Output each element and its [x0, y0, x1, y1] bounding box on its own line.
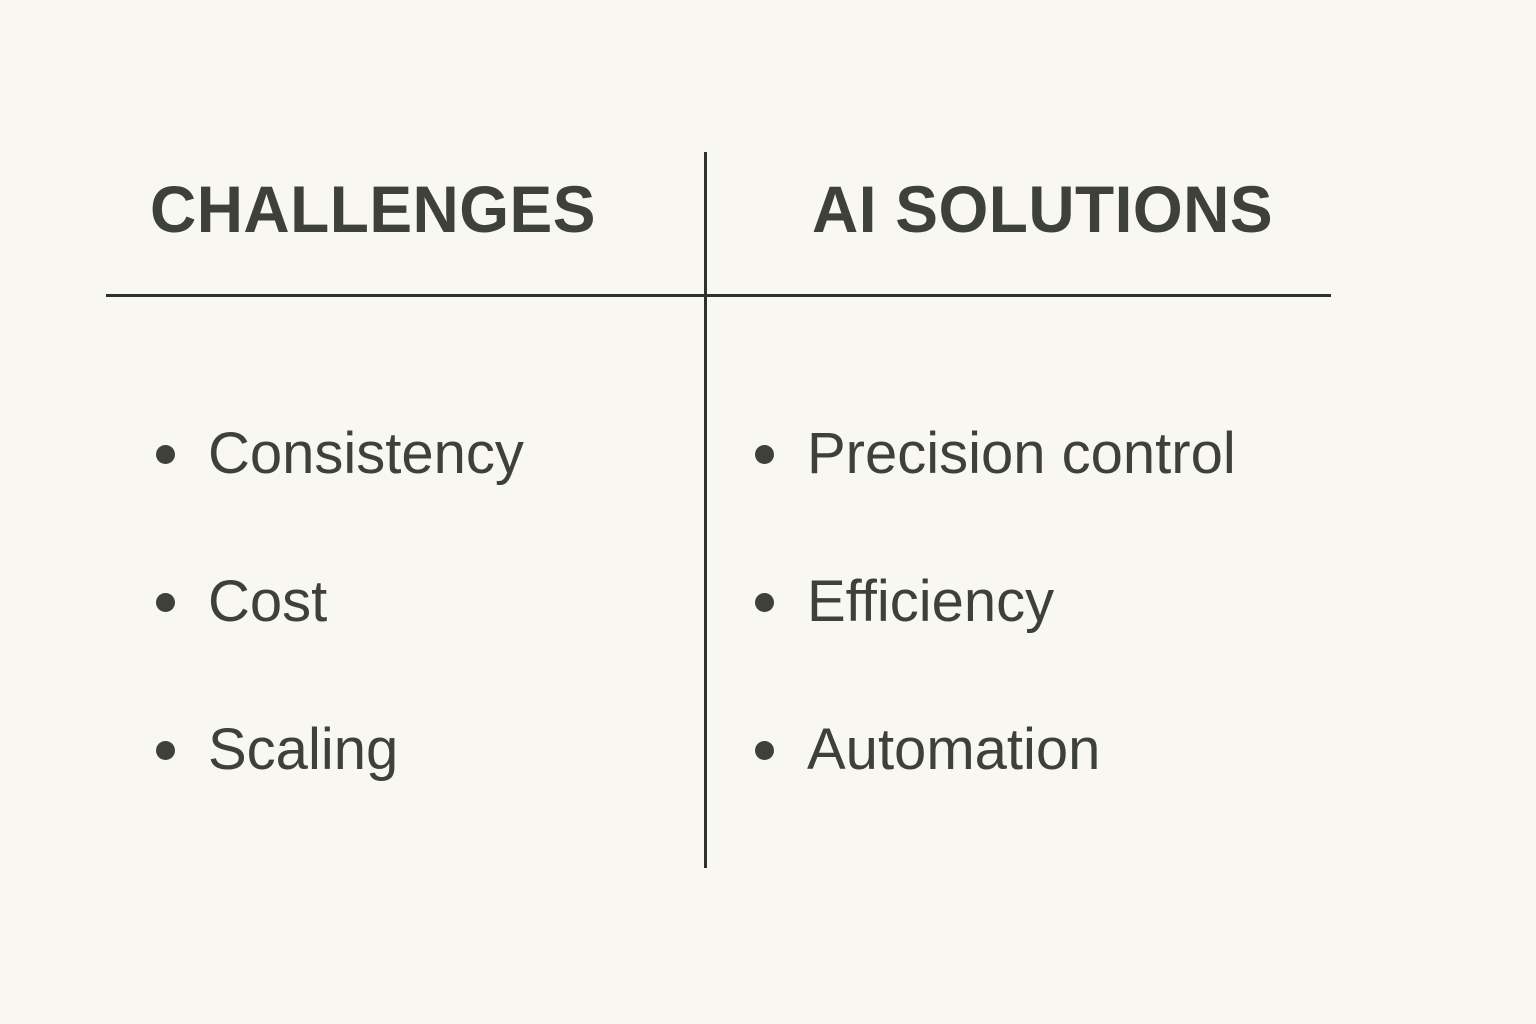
- ai-solutions-list: Precision control Efficiency Automation: [755, 380, 1236, 824]
- column-challenges: CHALLENGES Consistency Cost Scaling: [0, 0, 704, 1024]
- list-item[interactable]: Automation: [755, 676, 1236, 824]
- column-divider: [704, 152, 707, 868]
- list-item[interactable]: Scaling: [156, 676, 524, 824]
- bullet-dot-icon: [156, 444, 175, 464]
- bullet-dot-icon: [156, 592, 175, 612]
- list-item[interactable]: Efficiency: [755, 528, 1236, 676]
- bullet-dot-icon: [755, 592, 774, 612]
- list-item[interactable]: Precision control: [755, 380, 1236, 528]
- bullet-dot-icon: [156, 740, 175, 760]
- column-heading-ai-solutions: AI SOLUTIONS: [812, 172, 1274, 246]
- list-item-label: Cost: [208, 569, 328, 634]
- bullet-dot-icon: [755, 444, 774, 464]
- list-item-label: Efficiency: [807, 569, 1055, 634]
- list-item[interactable]: Consistency: [156, 380, 524, 528]
- challenges-list: Consistency Cost Scaling: [156, 380, 524, 824]
- column-ai-solutions: AI SOLUTIONS Precision control Efficienc…: [707, 0, 1536, 1024]
- list-item-label: Scaling: [208, 717, 399, 782]
- column-heading-challenges: CHALLENGES: [150, 172, 596, 246]
- heading-underline-rule: [106, 294, 1331, 297]
- bullet-dot-icon: [755, 740, 774, 760]
- list-item-label: Precision control: [807, 421, 1236, 486]
- list-item[interactable]: Cost: [156, 528, 524, 676]
- list-item-label: Automation: [807, 717, 1101, 782]
- list-item-label: Consistency: [208, 421, 524, 486]
